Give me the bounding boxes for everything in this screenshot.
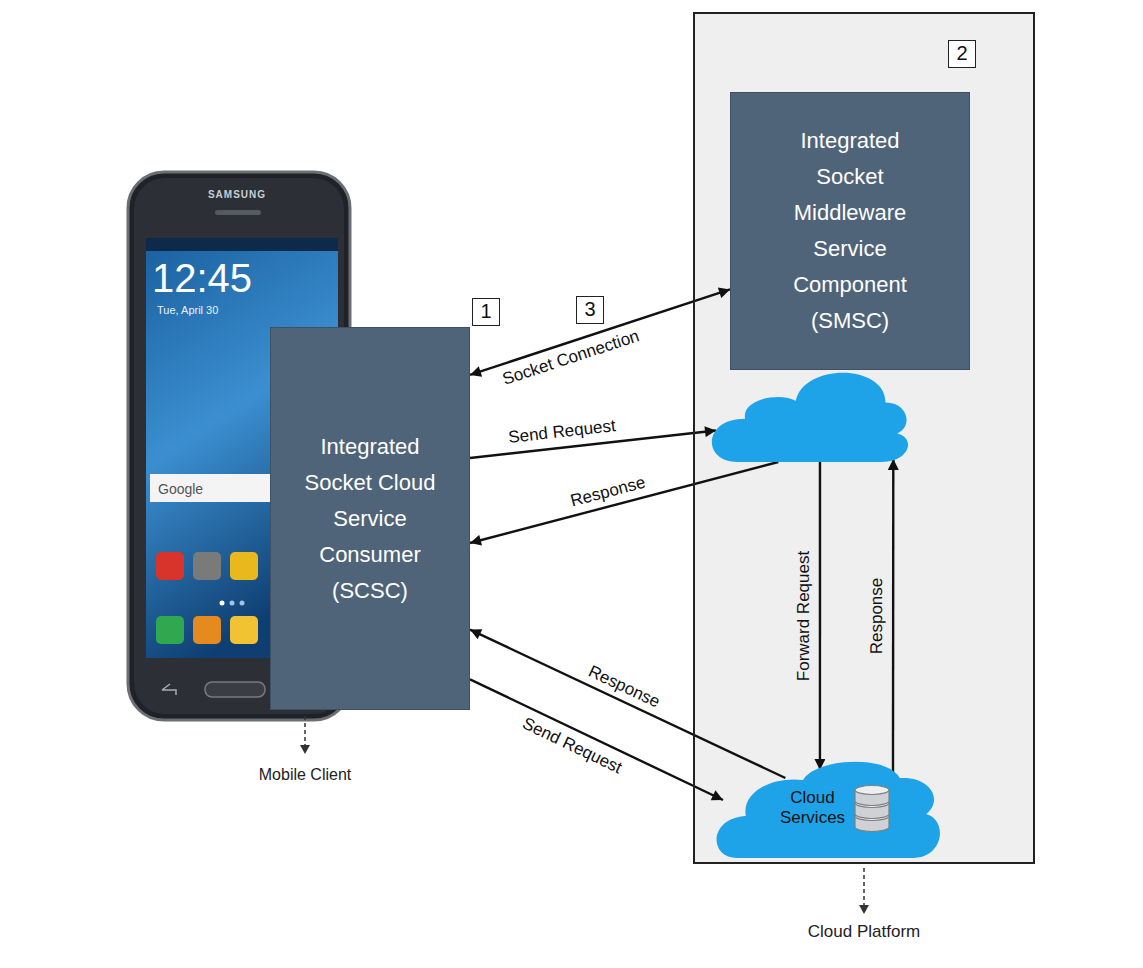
edge-label-holder: Forward Request xyxy=(794,551,814,681)
edge-label-holder: Response xyxy=(569,473,648,512)
edge-label: Socket Connection xyxy=(500,327,641,390)
edge-label-holder: Send Request xyxy=(519,713,625,777)
label-holder: SAMSUNG xyxy=(208,189,266,200)
platform-fill xyxy=(693,12,1035,864)
node-text: Integrated Socket Cloud Service Consumer… xyxy=(295,429,445,609)
phone-clock: 12:45 xyxy=(152,258,252,298)
caption-label: Mobile Client xyxy=(259,766,351,784)
search-text: Google xyxy=(158,481,203,497)
label-holder: Tue, April 30 xyxy=(157,304,218,316)
panel-heading: Cloud Platform xyxy=(695,922,1033,942)
callout-number: 3 xyxy=(576,296,604,324)
cloud-shape xyxy=(710,372,905,462)
label-holder: Google xyxy=(158,481,203,497)
edge-label-holder: Response xyxy=(585,661,663,712)
edge-label-holder: Response xyxy=(867,578,887,655)
connector-arrow xyxy=(470,462,778,543)
connector-arrow xyxy=(470,679,723,800)
service-box: Integrated Socket Middleware Service Com… xyxy=(730,92,970,370)
edge-label: Response xyxy=(569,473,648,511)
node-text: Integrated Socket Middleware Service Com… xyxy=(781,123,919,339)
connector-arrow xyxy=(892,459,895,774)
edge-label: Forward Request xyxy=(794,551,813,681)
cloud-outline xyxy=(710,372,905,462)
pointer-arrow xyxy=(859,868,869,914)
node-text: Cloud Services xyxy=(770,788,855,828)
callout-number: 2 xyxy=(948,40,976,68)
edge-label: Send Request xyxy=(519,713,624,777)
pointer-arrow xyxy=(300,716,310,754)
edge-label-holder: Send Request xyxy=(507,416,616,448)
service-box: Integrated Socket Cloud Service Consumer… xyxy=(270,327,470,710)
label-holder: 2 xyxy=(948,40,976,68)
platform-panel: Cloud PlatformIntegrated Socket Middlewa… xyxy=(693,12,1035,864)
label-holder: Mobile Client xyxy=(259,766,351,784)
edge-label: Response xyxy=(867,578,886,655)
connector-arrow xyxy=(470,289,730,374)
edge-label: Send Request xyxy=(507,416,616,447)
database-icon xyxy=(855,786,889,832)
label-holder: 1 xyxy=(472,298,500,326)
cloud-shape: Cloud Services xyxy=(715,758,935,858)
label-holder: 3 xyxy=(576,296,604,324)
callout-number: 1 xyxy=(472,298,500,326)
edge-label-holder: Socket Connection xyxy=(500,327,642,391)
label-holder: 12:45 xyxy=(152,258,252,298)
node-text: Cloud Platform xyxy=(695,922,1033,942)
phone-brand: SAMSUNG xyxy=(208,189,266,200)
edge-label: Response xyxy=(586,661,663,711)
phone-date: Tue, April 30 xyxy=(157,304,218,316)
connector-arrow xyxy=(819,462,821,770)
